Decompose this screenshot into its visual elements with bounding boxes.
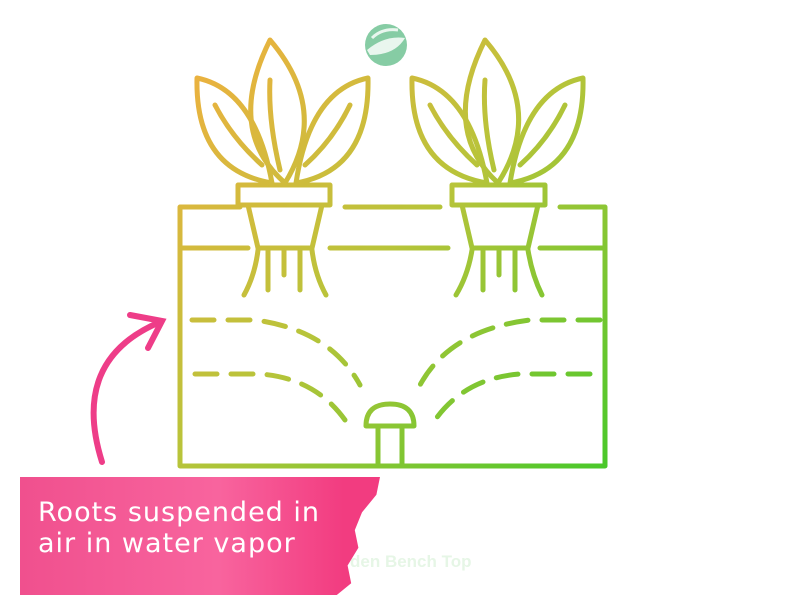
mist-spray-right-lower: [432, 371, 593, 423]
caption-text: Roots suspended in air in water vapor: [38, 497, 321, 559]
pot-left: [235, 182, 333, 298]
container-outline: [177, 204, 608, 469]
leaves-right: [409, 37, 586, 186]
leaves-left: [194, 37, 371, 186]
pot-right: [449, 182, 548, 298]
watermark: den Bench Top: [350, 552, 472, 571]
mist-nozzle: [363, 401, 417, 469]
caption-banner: Roots suspended in air in water vapor: [20, 477, 380, 595]
mist-spray-left-upper: [189, 317, 363, 388]
mist-spray-right-upper: [417, 317, 603, 388]
mist-spray-left-lower: [192, 371, 348, 423]
arrow-icon: [90, 312, 167, 465]
leaf-globe-icon: [365, 24, 407, 66]
